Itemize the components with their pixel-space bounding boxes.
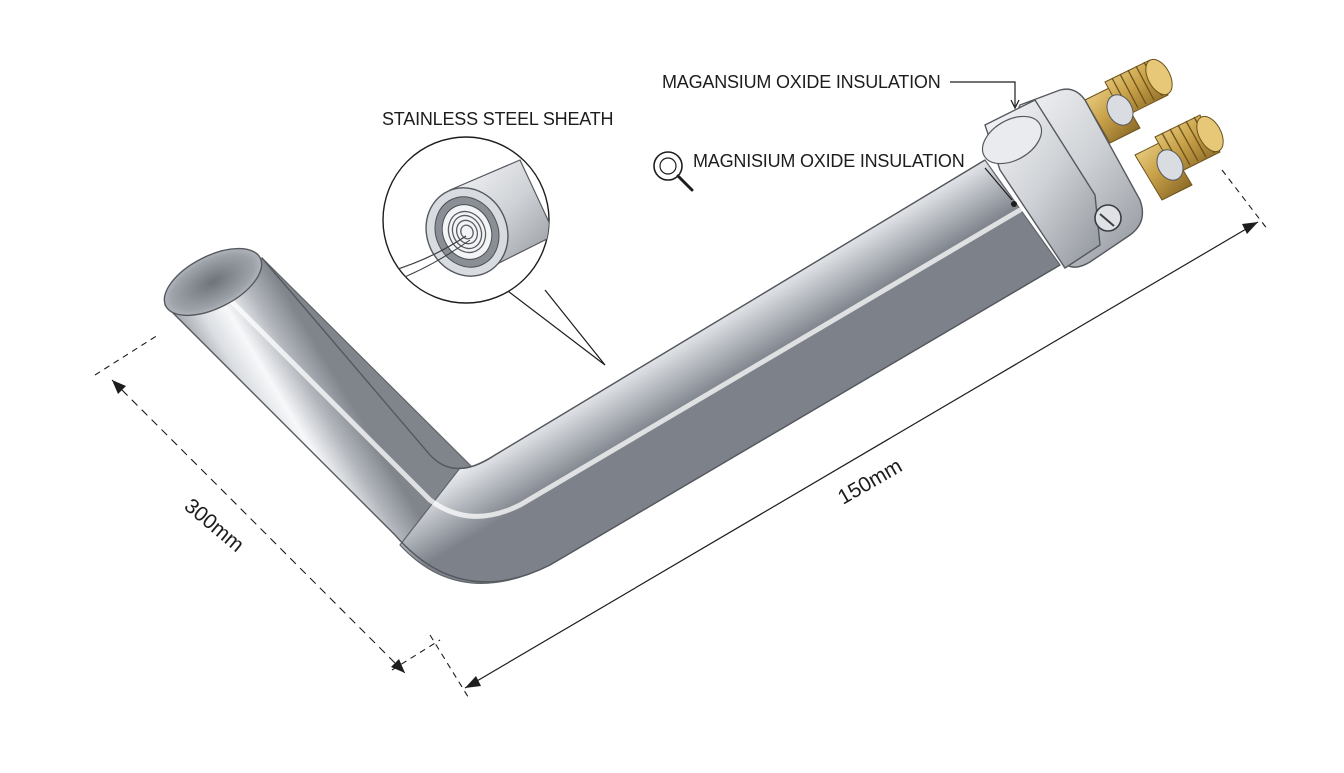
tube-open-end: [163, 247, 263, 317]
cross-section-callout: [382, 136, 606, 366]
brass-terminal-lower: [1134, 114, 1224, 201]
dimension-label-300: 300mm: [180, 494, 248, 557]
screw-icon: [1094, 204, 1122, 232]
label-insulation-side: MAGNISIUM OXIDE INSULATION: [693, 151, 965, 171]
terminal-fitting: [981, 58, 1224, 269]
label-insulation-top: MAGANSIUM OXIDE INSULATION: [662, 72, 941, 92]
heating-coil: [447, 210, 487, 254]
dimension-label-150: 150mm: [834, 454, 906, 509]
label-stainless-steel-sheath: STAINLESS STEEL SHEATH: [382, 109, 613, 129]
steel-tube: [163, 159, 1061, 584]
magnifier-icon: [653, 151, 694, 192]
